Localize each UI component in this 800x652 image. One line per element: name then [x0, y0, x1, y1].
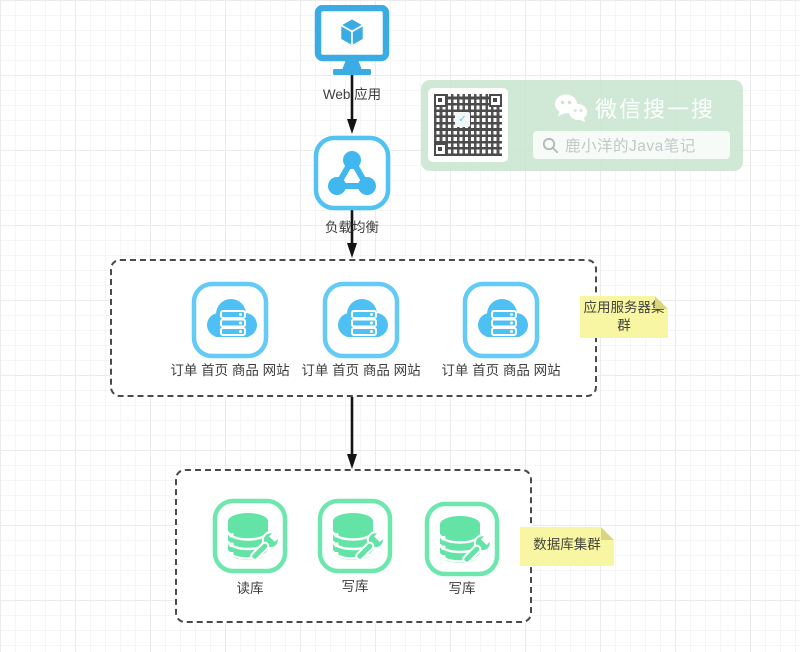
app-server-node: 订单 首页 商品 网站: [291, 281, 431, 379]
app-cluster-note-label: 应用服务器集群: [583, 300, 665, 333]
app-server-node: 订单 首页 商品 网站: [160, 281, 300, 379]
database-wrench-icon: [317, 498, 393, 574]
web-app-label: Web 应用: [322, 87, 382, 102]
cloud-server-icon: [191, 281, 269, 359]
qr-center-logo: ✓: [455, 112, 470, 127]
app-cluster-note: 应用服务器集群: [580, 296, 668, 338]
wechat-search-text: 鹿小洋的Java笔记: [565, 138, 696, 155]
cloud-server-icon: [322, 281, 400, 359]
qr-code: ✓: [428, 88, 508, 162]
db-node: 写库: [295, 498, 415, 595]
app-server-node: 订单 首页 商品 网站: [431, 281, 571, 379]
app-server-label: 订单 首页 商品 网站: [441, 363, 561, 378]
wechat-search-brand-label: 微信搜一搜: [595, 97, 716, 122]
qr-finder-bl: [434, 143, 447, 156]
db-label: 写库: [341, 579, 369, 594]
load-balancer-label: 负载均衡: [325, 220, 379, 235]
qr-finder-tl: [434, 94, 447, 107]
qr-finder-tr: [489, 94, 502, 107]
db-cluster-note: 数据库集群: [520, 527, 614, 566]
arrow-webapp-to-lb: [347, 73, 357, 134]
cloud-server-icon: [462, 281, 540, 359]
arrow-lb-to-appcluster: [347, 210, 357, 258]
db-node: 写库: [402, 501, 522, 597]
database-wrench-icon: [212, 498, 288, 574]
database-wrench-icon: [424, 501, 500, 577]
db-node: 读库: [190, 498, 310, 597]
load-balancer-node: 负载均衡: [282, 135, 422, 236]
search-icon: [542, 137, 559, 154]
db-label: 写库: [448, 581, 476, 596]
db-cluster-note-label: 数据库集群: [533, 537, 601, 552]
wechat-logo-icon: [554, 93, 588, 123]
app-server-label: 订单 首页 商品 网站: [301, 363, 421, 378]
wechat-search-bar[interactable]: 鹿小洋的Java笔记: [533, 131, 730, 159]
app-server-label: 订单 首页 商品 网站: [170, 363, 290, 378]
web-app-monitor-icon: [312, 5, 392, 75]
web-app-node: Web 应用: [282, 5, 422, 103]
wechat-promo-panel: ✓ 微信搜一搜: [421, 80, 743, 171]
db-label: 读库: [236, 581, 264, 596]
arrow-appcluster-to-dbcluster: [347, 397, 357, 469]
load-balancer-icon: [313, 135, 391, 211]
